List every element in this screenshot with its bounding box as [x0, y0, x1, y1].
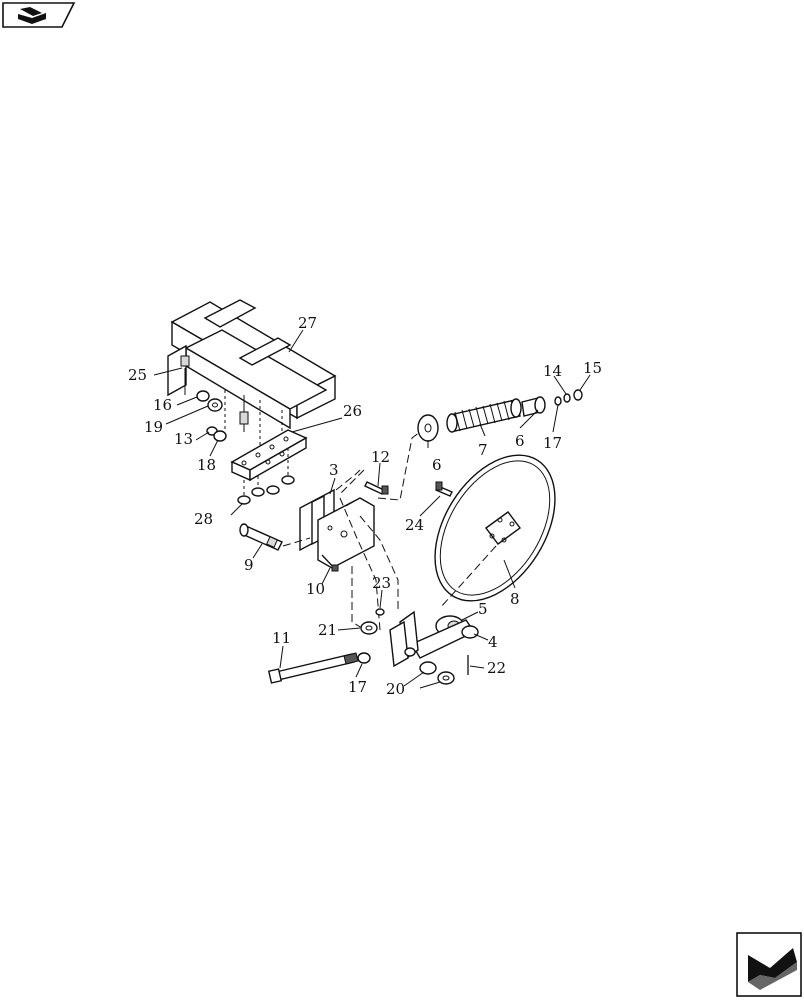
callout-10: 10	[306, 580, 325, 598]
callout-13: 13	[174, 430, 193, 448]
callout-17b: 17	[348, 678, 367, 696]
hub-arm	[389, 610, 479, 668]
callout-15: 15	[583, 359, 602, 377]
callout-24: 24	[405, 516, 424, 534]
plate-nuts	[237, 448, 295, 505]
callout-14: 14	[543, 362, 562, 380]
callout-22: 22	[487, 659, 506, 677]
washer-20a	[419, 661, 437, 675]
callout-27: 27	[298, 314, 317, 332]
washer-21	[360, 621, 378, 635]
callout-11: 11	[272, 629, 291, 647]
callout-9: 9	[244, 556, 254, 574]
bolt-11	[267, 652, 359, 684]
callout-17a: 17	[543, 434, 562, 452]
callout-26: 26	[343, 402, 362, 420]
washer-16	[196, 390, 210, 402]
callout-8: 8	[510, 590, 520, 608]
washer-19	[207, 398, 223, 412]
callout-5: 5	[478, 600, 488, 618]
washer-18	[213, 430, 227, 442]
spring-assembly	[417, 389, 583, 442]
callout-23: 23	[372, 574, 391, 592]
bracket-3	[299, 488, 375, 569]
callout-7: 7	[478, 441, 488, 459]
bolt-10	[321, 554, 339, 572]
bolt-12	[364, 481, 389, 495]
leader-lines	[153, 329, 591, 689]
washer-20b	[437, 671, 455, 685]
next-page-arrow-icon[interactable]	[736, 932, 802, 997]
callout-6a: 6	[432, 456, 442, 474]
callout-28: 28	[194, 510, 213, 528]
callout-16: 16	[153, 396, 172, 414]
callout-19: 19	[144, 418, 163, 436]
washer-17-lower	[357, 652, 371, 664]
callout-21: 21	[318, 621, 337, 639]
book-nav-icon[interactable]	[2, 2, 76, 28]
callout-20: 20	[386, 680, 405, 698]
disc-8	[434, 454, 556, 609]
callout-18: 18	[197, 456, 216, 474]
callout-labels: 27 25 16 19 13 18 26 12 3 28 9 10 24 6 7…	[128, 314, 602, 698]
mounting-plate	[230, 429, 308, 482]
callout-6b: 6	[515, 432, 525, 450]
pin-9	[239, 523, 283, 551]
frame-beam	[167, 299, 337, 432]
callout-4: 4	[488, 633, 498, 651]
callout-25: 25	[128, 366, 147, 384]
callout-3: 3	[329, 461, 339, 479]
callout-12: 12	[371, 448, 390, 466]
nut-23	[375, 608, 385, 616]
bolt-24	[435, 481, 453, 497]
